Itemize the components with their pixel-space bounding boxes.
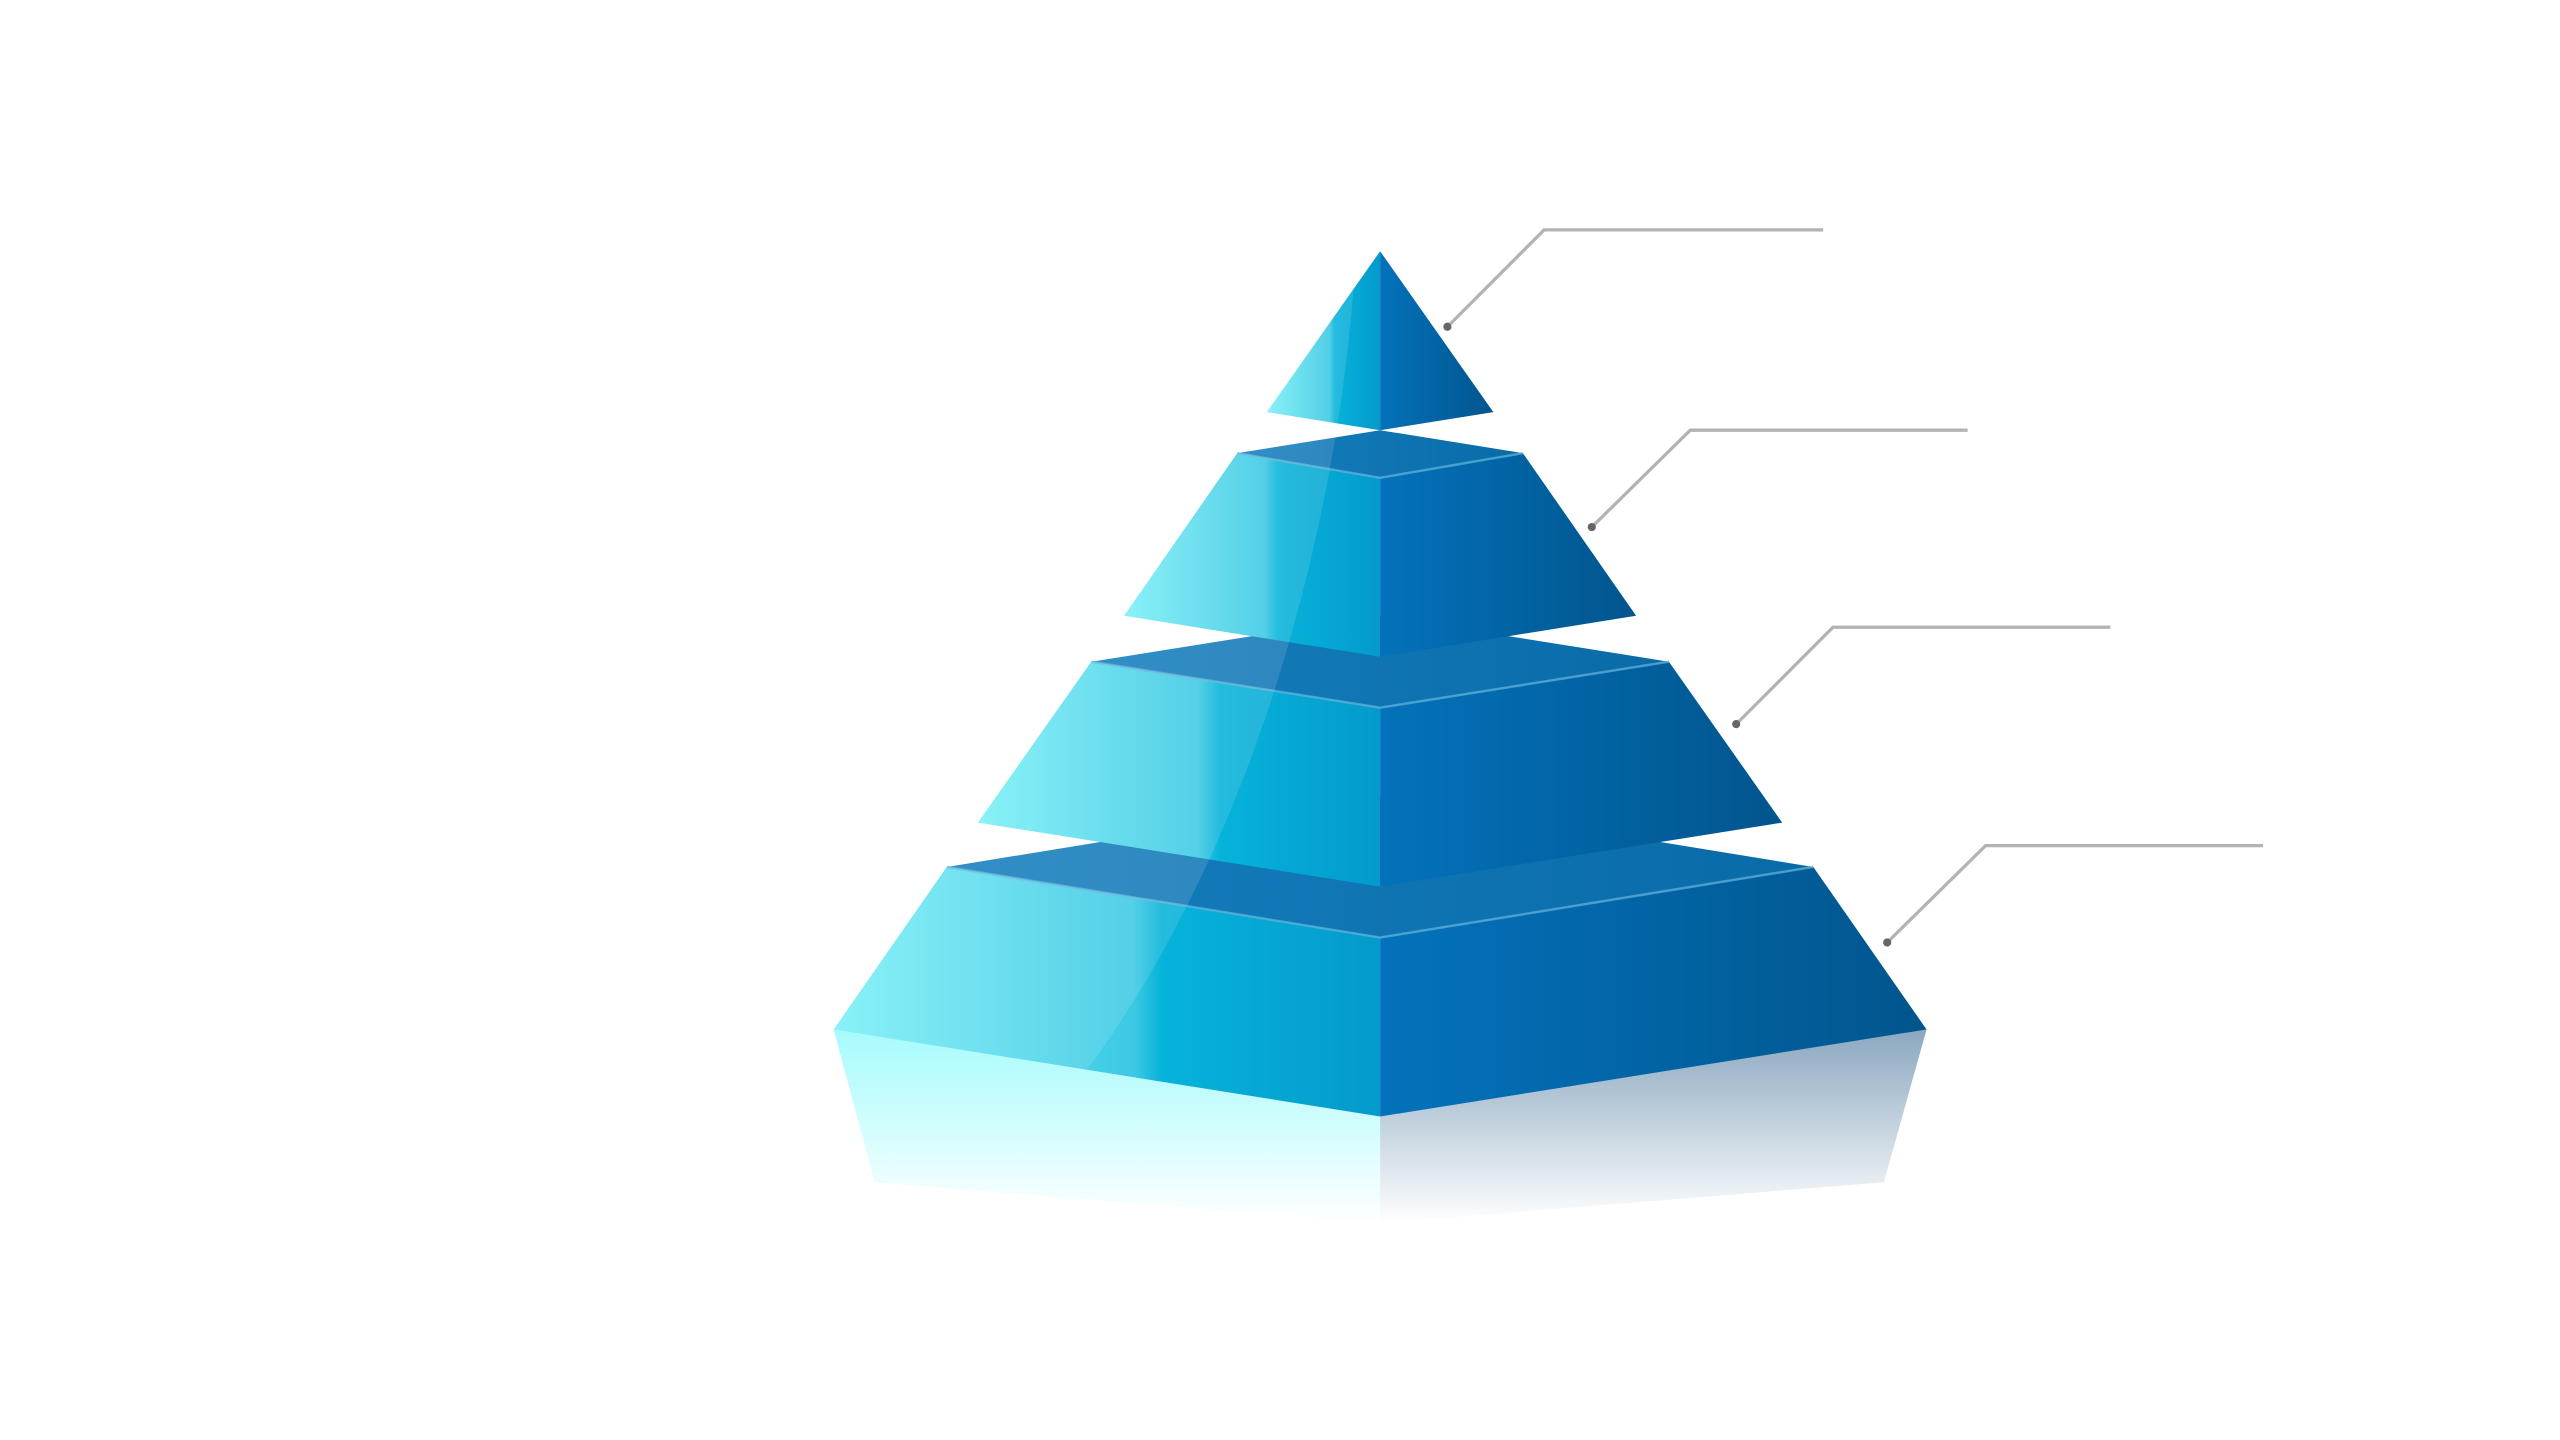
gloss-highlight <box>833 251 1381 1071</box>
callout-1 <box>1446 228 1824 328</box>
callout-4 <box>1886 843 2263 944</box>
callout-dot-1 <box>1443 322 1452 331</box>
callout-3 <box>1735 625 2111 726</box>
callout-dot-2 <box>1587 522 1596 532</box>
callout-dot-3 <box>1732 720 1741 729</box>
pyramid-reflection <box>833 1029 1927 1224</box>
pyramid-tier-1[interactable] <box>1266 251 1494 431</box>
pyramid-tier-2[interactable] <box>1124 430 1637 657</box>
callout-dot-4 <box>1883 938 1892 947</box>
pyramid-tier-3[interactable] <box>978 615 1783 887</box>
callout-2 <box>1590 428 1968 529</box>
